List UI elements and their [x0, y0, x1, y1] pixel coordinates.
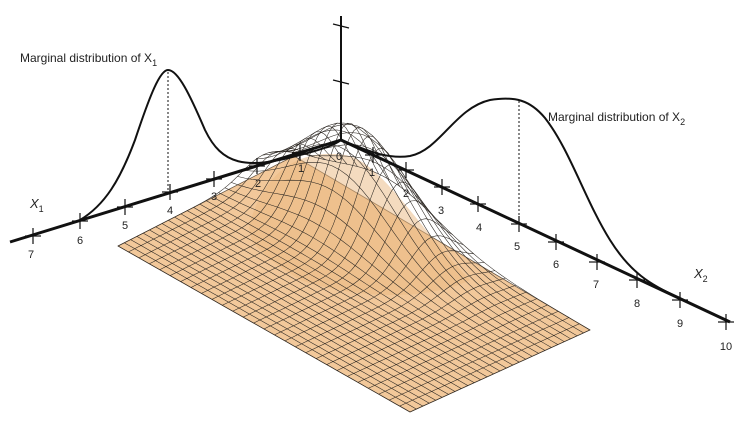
mesh-line: [232, 148, 411, 312]
mesh-line: [315, 270, 495, 359]
mesh-line: [357, 298, 538, 383]
mesh-line: [368, 304, 548, 389]
mesh-line: [149, 143, 326, 265]
mesh-line: [169, 131, 348, 276]
x2-axis-ticks: 1 2 3 4 5 6 7 8 9 10: [365, 147, 734, 353]
marginal-curve-x1: [79, 68, 342, 221]
joint-distribution-surface: [117, 122, 591, 413]
axis-tick-label: 8: [634, 298, 640, 310]
axis-tick-label: 6: [77, 235, 83, 247]
axis-tick-label: 3: [438, 205, 444, 217]
vertical-axis-tick: [332, 23, 350, 29]
axis-tick-label: 6: [553, 259, 559, 271]
axis-tick-label: 4: [476, 222, 482, 234]
x1-axis-line: [9, 138, 342, 244]
mesh-line: [399, 323, 580, 407]
mesh-line: [201, 122, 379, 294]
axis-tick-label: 2: [255, 178, 261, 190]
axis-tick-label: 1: [369, 167, 375, 179]
mesh-line: [409, 329, 591, 413]
x1-axis-label: X1: [29, 196, 44, 214]
surface-mesh-lines: [117, 122, 591, 413]
mesh-line: [222, 135, 400, 306]
mesh-line: [128, 150, 305, 253]
axis-tick-label: 5: [122, 220, 128, 232]
mesh-line: [211, 127, 390, 300]
mesh-line: [253, 181, 432, 324]
marginal-curve-x2: [340, 97, 681, 299]
axis-tick-label: 10: [720, 341, 732, 353]
mesh-line: [138, 148, 316, 259]
x2-axis-label: X2: [693, 266, 708, 284]
axis-tick-label: 7: [593, 279, 599, 291]
axis-tick-label: 7: [28, 249, 34, 261]
vertical-axis-tick: [332, 79, 350, 85]
mesh-line: [190, 122, 369, 288]
axis-tick-label: 1: [298, 163, 304, 175]
axis-tick-label: 3: [211, 191, 217, 203]
axis-tick-label: 4: [167, 205, 173, 217]
axis-tick-label: 5: [514, 241, 520, 253]
mesh-line: [336, 284, 517, 371]
mesh-line: [305, 262, 485, 353]
surface-peak-shading: [249, 153, 470, 295]
mesh-line: [326, 277, 506, 365]
mesh-line: [347, 291, 527, 377]
mesh-line: [284, 235, 464, 342]
mesh-line: [117, 150, 295, 247]
axis-tick-label: 2: [403, 188, 409, 200]
mesh-line: [263, 200, 443, 330]
mesh-line: [378, 310, 559, 395]
mesh-line: [180, 126, 358, 282]
marginal-x2-label: Marginal distribution of X2: [548, 110, 685, 127]
mesh-line: [295, 250, 474, 348]
mesh-line: [274, 218, 453, 336]
mesh-line: [159, 137, 337, 270]
origin-label: 0: [336, 151, 342, 163]
axis-tick-label: 9: [677, 318, 683, 330]
marginal-x1-label: Marginal distribution of X1: [20, 51, 157, 68]
x1-axis-ticks: 1 2 3 4 5 6 7: [25, 145, 308, 261]
mesh-line: [388, 317, 570, 401]
